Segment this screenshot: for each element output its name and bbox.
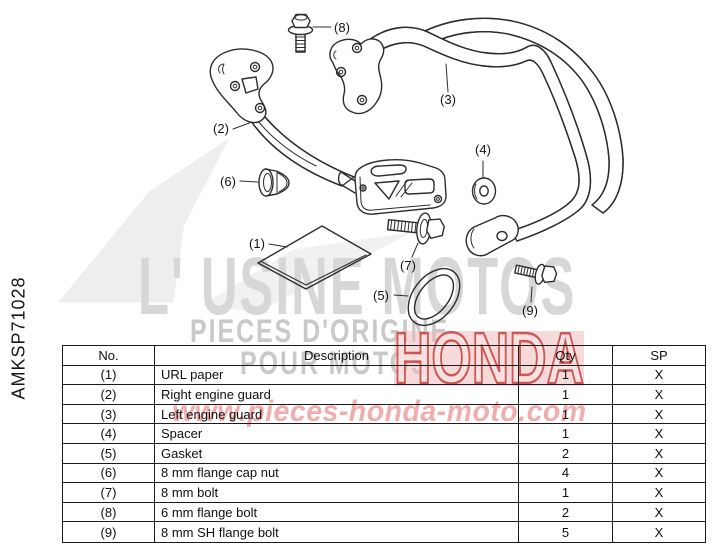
header-no: No. — [63, 346, 155, 366]
callout-8-label: (8) — [334, 20, 350, 35]
parts-table: No. Description Qty SP (1) URL paper 1 X… — [62, 345, 706, 543]
cell-no: (2) — [63, 385, 155, 405]
cell-no: (7) — [63, 483, 155, 503]
cell-qty: 1 — [519, 404, 613, 425]
part-left-engine-guard-rear-tube — [420, 17, 624, 214]
cell-qty: 1 — [519, 365, 613, 386]
brand-watermark-band — [394, 331, 584, 386]
cell-qty: 4 — [519, 463, 613, 484]
header-sp: SP — [613, 346, 705, 366]
callout-4-label: (4) — [475, 142, 491, 157]
cell-qty: 2 — [519, 502, 613, 523]
brand-watermark-text: HONDA — [394, 319, 584, 399]
cell-desc: Left engine guard — [155, 404, 519, 425]
cell-no: (6) — [63, 463, 155, 484]
part-right-engine-guard-plate — [209, 48, 274, 124]
cell-desc: Spacer — [155, 424, 519, 444]
cell-sp: X — [613, 483, 705, 503]
cell-desc: Right engine guard — [155, 385, 519, 405]
cell-desc: 8 mm bolt — [155, 483, 519, 503]
cell-sp: X — [654, 524, 664, 540]
cell-no: (5) — [63, 443, 155, 464]
watermark-title: L' USINE MOTOS — [138, 241, 577, 332]
cell-qty: 2 — [519, 443, 613, 464]
callout-1-label: (1) — [249, 236, 265, 251]
cell-sp: X — [613, 444, 705, 464]
part-gasket — [407, 267, 461, 327]
cell-no: (8) — [63, 502, 155, 523]
header-qty: Qty — [519, 346, 613, 366]
watermark-url: www.pieces-honda-moto.com — [172, 395, 587, 428]
cell-desc: Gasket — [155, 443, 519, 464]
part-url-paper — [257, 225, 372, 290]
callout-5-label: (5) — [373, 288, 389, 303]
callout-6-label: (6) — [220, 174, 236, 189]
cell-desc: 6 mm flange bolt — [155, 502, 519, 523]
cell-qty: 1 — [519, 483, 613, 503]
part-left-engine-guard-bracket — [329, 38, 385, 115]
exploded-parts-diagram: (1) (2) (3) (4) (5) (6) (7) (8) (9) — [209, 13, 624, 327]
part-flange-cap-nut — [258, 168, 290, 197]
cell-qty: 5 — [519, 522, 613, 542]
cell-desc: URL paper — [155, 365, 519, 386]
cell-sp: X — [613, 503, 705, 523]
cell-desc: 8 mm SH flange bolt — [155, 522, 519, 542]
part-sh-flange-bolt — [514, 263, 558, 285]
cell-no: (9) — [63, 522, 155, 542]
cell-no: (3) — [63, 404, 155, 425]
part-flange-bolt-8 — [287, 13, 314, 53]
cell-sp: X — [613, 385, 705, 405]
callout-leader-lines — [232, 26, 533, 303]
cell-no: (4) — [63, 424, 155, 444]
cell-sp: X — [613, 464, 705, 484]
callout-3-label: (3) — [440, 92, 456, 107]
cell-qty: 1 — [519, 424, 613, 444]
cell-sp: X — [613, 366, 705, 386]
part-right-engine-guard-tube — [250, 116, 355, 187]
cell-no: (1) — [63, 365, 155, 386]
callout-9-label: (9) — [522, 303, 538, 318]
header-description: Description — [155, 346, 519, 366]
callout-2-label: (2) — [213, 121, 229, 136]
part-skid-plate — [337, 158, 447, 215]
callout-7-label: (7) — [400, 258, 416, 273]
cell-sp: X — [613, 424, 705, 444]
part-spacer — [471, 177, 497, 205]
cell-sp: X — [613, 405, 705, 425]
part-tube-foot — [465, 214, 519, 257]
cell-desc: 8 mm flange cap nut — [155, 463, 519, 484]
part-bolt-7 — [386, 212, 445, 245]
cell-qty: 1 — [519, 385, 613, 405]
